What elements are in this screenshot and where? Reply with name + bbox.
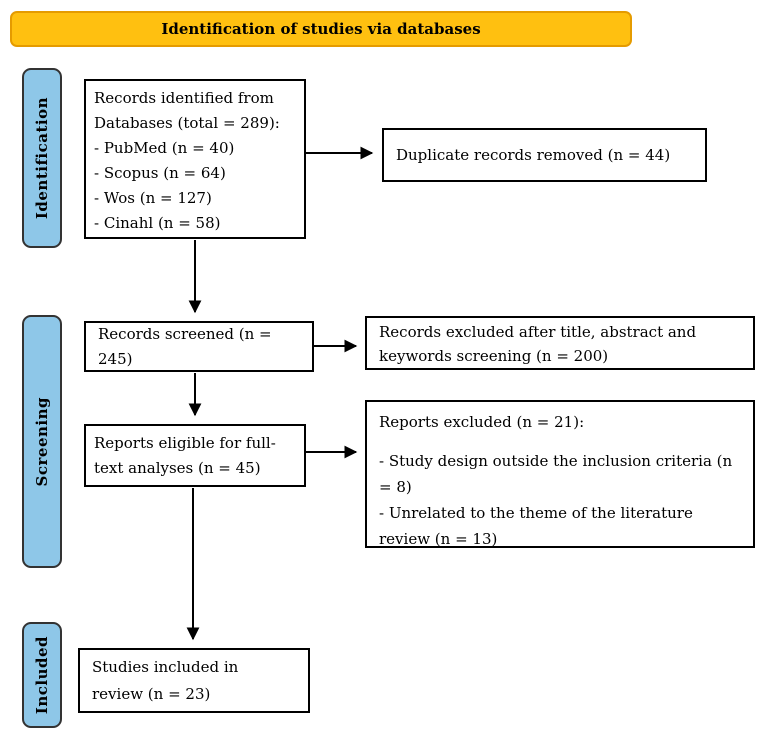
studies-included-line: review (n = 23) [92,685,211,703]
records-screened-text: Records screened (n = 245) [98,324,272,368]
box-reports-eligible: Reports eligible for full- text analyses… [84,424,306,487]
records-identified-line: Records identified from [94,89,274,107]
box-studies-included: Studies included in review (n = 23) [78,648,310,713]
records-identified-line: - Wos (n = 127) [94,189,212,207]
duplicates-removed-text: Duplicate records removed (n = 44) [396,145,671,164]
box-duplicates-removed: Duplicate records removed (n = 44) [382,128,707,182]
reports-excluded-item: - Study design outside the inclusion cri… [379,452,733,496]
records-identified-line: - Scopus (n = 64) [94,164,226,182]
header-banner: Identification of studies via databases [10,11,632,47]
records-identified-line: - PubMed (n = 40) [94,139,235,157]
stage-bar-screening: Screening [22,315,62,568]
header-title: Identification of studies via databases [161,20,481,38]
records-excluded-text: Records excluded after title, abstract a… [379,323,697,365]
studies-included-line: Studies included in [92,658,239,676]
box-records-excluded: Records excluded after title, abstract a… [365,316,755,370]
stage-bar-included: Included [22,622,62,728]
stage-label-identification: Identification [33,96,51,220]
reports-excluded-item: - Unrelated to the theme of the literatu… [379,504,693,548]
reports-eligible-line: text analyses (n = 45) [94,459,261,477]
box-reports-excluded: Reports excluded (n = 21): - Study desig… [365,400,755,548]
records-identified-line: - Cinahl (n = 58) [94,214,221,232]
records-identified-line: Databases (total = 289): [94,114,280,132]
reports-eligible-line: Reports eligible for full- [94,434,276,452]
box-records-identified: Records identified from Databases (total… [84,79,306,239]
box-records-screened: Records screened (n = 245) [84,321,314,372]
reports-excluded-title: Reports excluded (n = 21): [379,413,585,431]
stage-label-included: Included [33,635,51,715]
stage-bar-identification: Identification [22,68,62,248]
stage-label-screening: Screening [33,396,51,487]
